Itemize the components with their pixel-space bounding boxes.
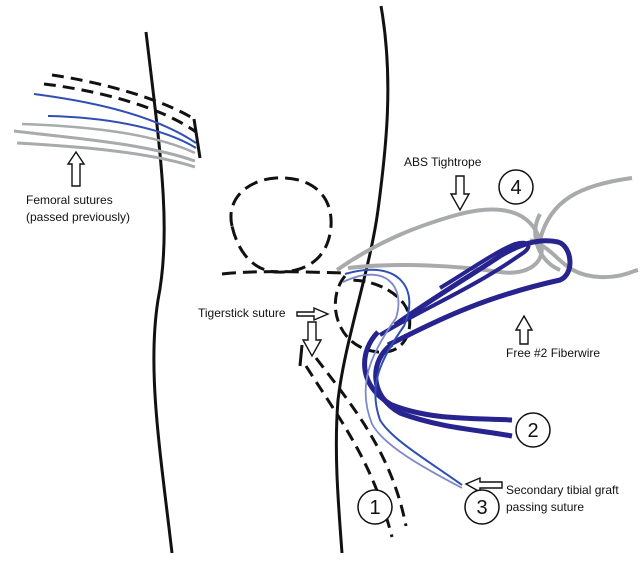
marker-4-number: 4 [510, 177, 521, 199]
marker-3: 3 [465, 490, 499, 524]
fiberwire-arrow-icon [516, 316, 532, 344]
abs-label: ABS Tightrope [404, 155, 482, 169]
tunnel-dashed-circle [231, 178, 331, 272]
tigerstick-down-arrow-icon [303, 322, 321, 356]
suture-2-strand-b [376, 344, 512, 436]
marker-2-number: 2 [527, 420, 538, 442]
marker-1: 1 [358, 490, 392, 524]
femoral-sutures [14, 75, 200, 167]
marker-1-number: 1 [369, 497, 380, 519]
fiberwire-loop-inner [380, 243, 528, 335]
femoral-gray-suture-2 [17, 143, 195, 167]
marker-4: 4 [499, 170, 533, 204]
tigerstick-label: Tigerstick suture [198, 306, 286, 320]
left-bone-outline [146, 32, 172, 553]
femoral-arrow-icon [68, 152, 84, 186]
abs-gray-button-loop [540, 178, 632, 240]
abs-arrow-icon [451, 176, 469, 210]
suture-1-endcap [300, 345, 302, 366]
secondary-label-line2: passing suture [506, 500, 584, 514]
fiberwire-label: Free #2 Fiberwire [506, 346, 600, 360]
marker-3-number: 3 [476, 497, 487, 519]
femoral-label-line1: Femoral sutures [26, 193, 113, 207]
marker-2: 2 [516, 413, 550, 447]
femoral-dashed-suture-1 [52, 75, 196, 120]
suture-2 [365, 332, 512, 436]
tigerstick-arrow-icon [297, 308, 328, 320]
femoral-label-line2: (passed previously) [26, 210, 130, 224]
secondary-label-line1: Secondary tibial graft [506, 483, 619, 497]
